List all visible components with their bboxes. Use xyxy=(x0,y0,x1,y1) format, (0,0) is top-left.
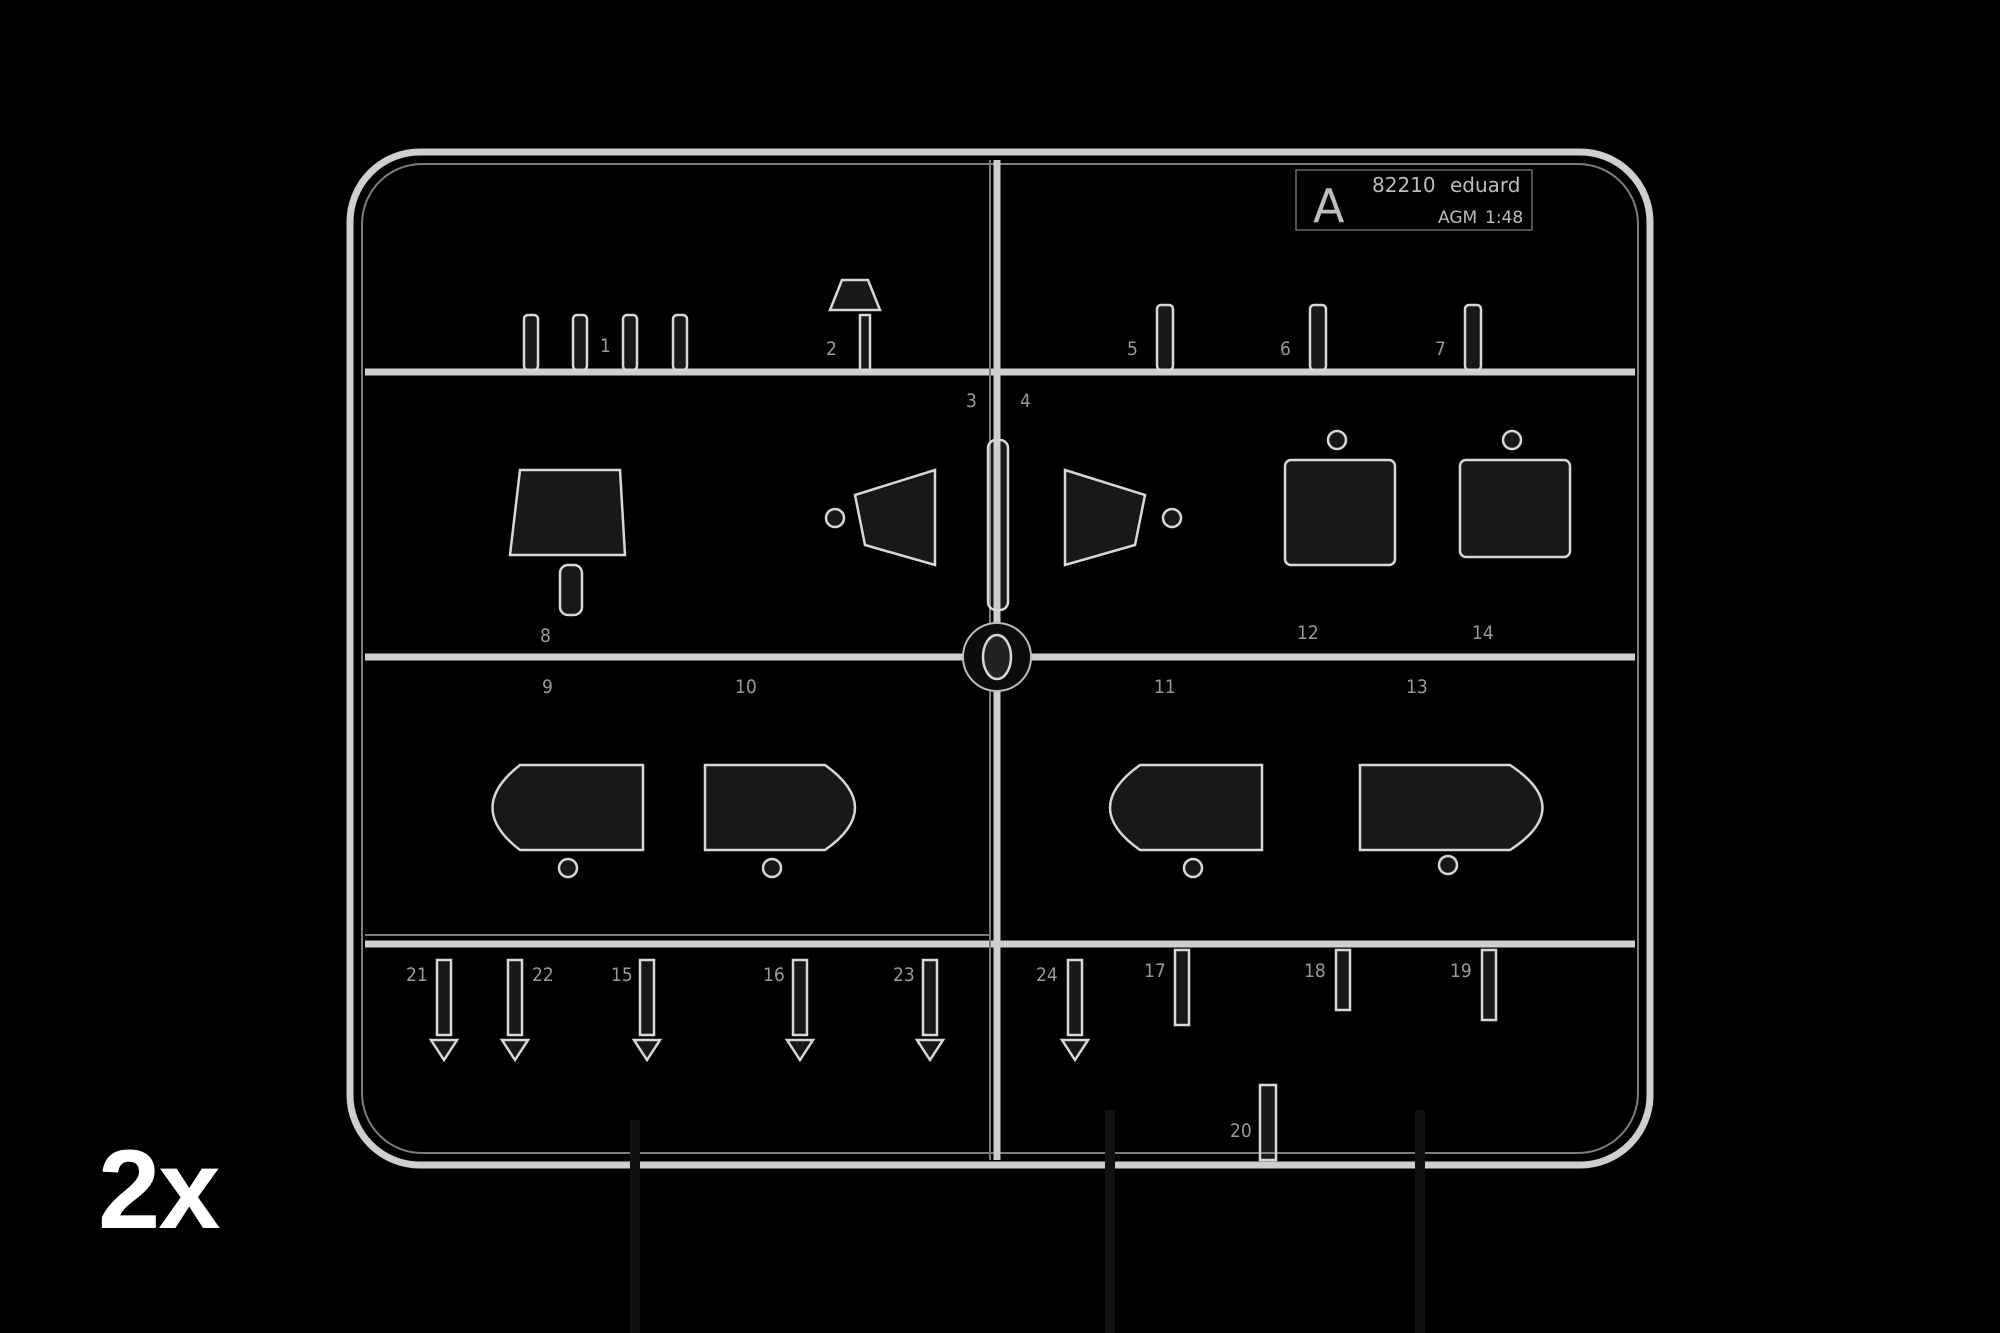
scale-label: 1:48 xyxy=(1485,208,1523,228)
part-number: 13 xyxy=(1406,676,1428,698)
part-number: 5 xyxy=(1127,338,1138,360)
part-number: 14 xyxy=(1472,622,1494,644)
part-number: 11 xyxy=(1154,676,1176,698)
sprue-label-plate: A 82210 eduard AGM 1:48 xyxy=(1295,169,1533,233)
parts-row-top xyxy=(522,278,1483,372)
part-number: 19 xyxy=(1450,960,1472,982)
part-number: 22 xyxy=(532,964,554,986)
parts-row-bottom xyxy=(428,948,1498,1162)
parts-row-canopies xyxy=(491,763,1544,879)
part-number: 24 xyxy=(1036,964,1058,986)
part-number: 18 xyxy=(1304,960,1326,982)
part-number: 1 xyxy=(600,335,611,357)
brand-name: eduard xyxy=(1450,173,1521,197)
material-code: AGM xyxy=(1438,208,1477,228)
part-number: 20 xyxy=(1230,1120,1252,1142)
part-number: 21 xyxy=(406,964,428,986)
part-number: 3 xyxy=(966,390,977,412)
quantity-label: 2x xyxy=(98,1127,221,1252)
sprue-letter: A xyxy=(1313,179,1345,233)
part-number: 10 xyxy=(735,676,757,698)
part-number: 6 xyxy=(1280,338,1291,360)
part-number: 17 xyxy=(1144,960,1166,982)
part-number: 7 xyxy=(1435,338,1446,360)
part-number: 15 xyxy=(611,964,633,986)
part-number: 8 xyxy=(540,625,551,647)
kit-number: 82210 xyxy=(1372,173,1436,197)
parts-row-middle xyxy=(508,429,1572,617)
part-number: 9 xyxy=(542,676,553,698)
part-number: 12 xyxy=(1297,622,1319,644)
part-number-labels: 1 2 3 4 5 6 7 8 9 10 11 12 13 14 15 16 1… xyxy=(406,335,1494,1142)
sprue-frame xyxy=(346,148,1654,1333)
part-number: 23 xyxy=(893,964,915,986)
part-number: 4 xyxy=(1020,390,1031,412)
part-number: 16 xyxy=(763,964,785,986)
part-number: 2 xyxy=(826,338,837,360)
